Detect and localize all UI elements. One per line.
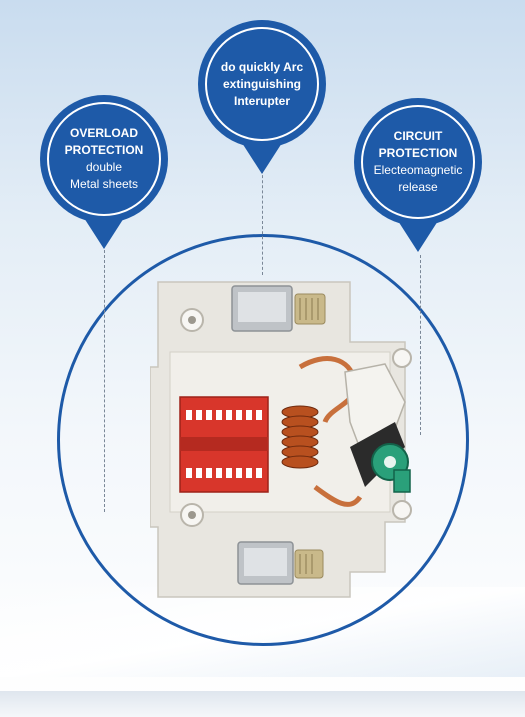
circuit-breaker-cutaway-image	[150, 281, 412, 598]
callout-title-line: OVERLOAD	[69, 126, 138, 140]
callout-title-line: PROTECTION	[378, 146, 458, 160]
callout-title-line: Interupter	[233, 93, 290, 108]
callout-body-line: Electeomagnetic	[373, 163, 463, 177]
leader-line-arc	[262, 170, 263, 275]
callout-arc-interrupter: do quickly Arc extinguishing Interupter	[198, 20, 326, 174]
bottom-bar	[0, 691, 525, 717]
callout-title-line: CIRCUIT	[393, 129, 443, 143]
callout-body-line: double	[85, 160, 123, 174]
callout-circuit-protection: CIRCUIT PROTECTION Electeomagnetic relea…	[354, 98, 482, 252]
callout-body-line: Metal sheets	[69, 177, 139, 191]
leader-line-overload	[104, 250, 105, 512]
callout-title-line: PROTECTION	[64, 143, 144, 157]
callout-body-line: release	[398, 180, 438, 194]
callout-title-line: do quickly Arc	[220, 59, 304, 74]
callout-title-line: extinguishing	[223, 76, 301, 91]
leader-line-circuit	[420, 255, 421, 435]
product-ring	[57, 234, 469, 646]
callout-overload-protection: OVERLOAD PROTECTION double Metal sheets	[40, 95, 168, 249]
